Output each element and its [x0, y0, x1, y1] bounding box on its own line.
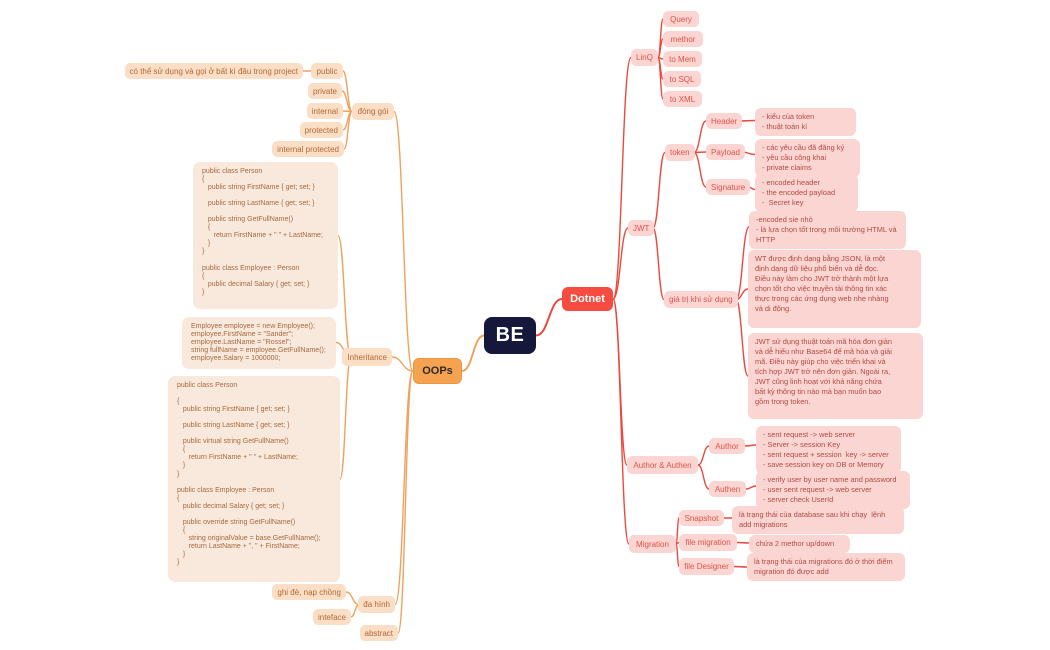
mindmap-node-toxml[interactable]: to XML: [663, 91, 702, 107]
mindmap-node-filedes[interactable]: file Designer: [679, 558, 734, 575]
mindmap-node-notepayload[interactable]: - các yêu cầu đã đăng ký - yêu cầu công …: [755, 139, 860, 178]
connector-intprot: [343, 110, 353, 150]
mindmap-node-inherit[interactable]: Inheritance: [342, 348, 392, 366]
connector-signature: [693, 151, 707, 188]
connector-dahinh: [394, 370, 414, 606]
connector-linq: [612, 56, 632, 300]
mindmap-node-token[interactable]: token: [665, 144, 695, 161]
mindmap-node-abstract[interactable]: abstract: [359, 625, 398, 641]
connector-jwt: [612, 227, 629, 300]
connector-dotnet: [535, 298, 563, 337]
connector-noteauthor: [744, 444, 757, 447]
connector-code1: [337, 234, 352, 358]
mindmap-node-linq[interactable]: LinQ: [631, 49, 658, 66]
connector-author: [697, 445, 710, 466]
connector-abstract: [397, 370, 414, 634]
connector-code3: [339, 356, 352, 480]
mindmap-node-giatri[interactable]: giá trị khi sử dụng: [664, 291, 738, 308]
connector-token: [652, 151, 666, 229]
mindmap-node-author[interactable]: Author: [709, 438, 745, 454]
mindmap-node-noteauthor[interactable]: - sent request -> web server - Server ->…: [756, 426, 901, 475]
mindmap-node-query[interactable]: Query: [663, 11, 699, 27]
mindmap-node-code3[interactable]: public class Person { public string Firs…: [168, 376, 340, 582]
mindmap-node-public[interactable]: public: [311, 63, 343, 79]
connector-notefiledes: [733, 565, 748, 568]
mindmap-node-tosql[interactable]: to SQL: [663, 71, 701, 87]
mindmap-node-code2[interactable]: Employee employee = new Employee(); empl…: [182, 317, 336, 370]
mindmap-node-migration[interactable]: Migration: [629, 535, 676, 553]
connector-ghide: [345, 591, 360, 606]
mindmap-node-be[interactable]: BE: [484, 317, 536, 354]
mindmap-node-authen[interactable]: Authen: [709, 481, 746, 497]
mindmap-node-notefiledes[interactable]: là trạng thái của migrations đó ở thời đ…: [747, 553, 905, 582]
mindmap-node-jwt[interactable]: JWT: [628, 220, 655, 236]
connector-toxml: [657, 56, 664, 100]
mindmap-node-ghide[interactable]: ghi đè, nạp chồng: [272, 584, 346, 600]
mindmap-node-header[interactable]: Header: [706, 113, 743, 129]
mindmap-node-protected[interactable]: protected: [299, 122, 343, 138]
connector-inherit: [391, 356, 414, 372]
mindmap-node-oops[interactable]: OOPs: [413, 358, 462, 384]
connector-migration: [612, 298, 630, 545]
mindmap-node-dotnet[interactable]: Dotnet: [562, 287, 613, 311]
mindmap-node-snapshot[interactable]: Snapshot: [679, 510, 724, 526]
connector-giatri: [652, 227, 665, 301]
mindmap-node-notesignature[interactable]: - encoded header - the encoded payload -…: [755, 174, 858, 213]
mindmap-node-signature[interactable]: Signature: [706, 179, 751, 195]
connector-oops: [461, 334, 485, 372]
mindmap-node-intprot[interactable]: internal protected: [272, 141, 344, 157]
mindmap-node-inteface[interactable]: inteface: [312, 609, 351, 625]
mindmap-node-code1[interactable]: public class Person { public string Firs…: [193, 162, 338, 309]
connector-donggoi: [393, 110, 414, 372]
connector-payload: [693, 151, 707, 154]
mindmap-node-notefilemig[interactable]: chứa 2 methor up/down: [749, 535, 850, 554]
mindmap-node-filemig[interactable]: file migration: [679, 534, 737, 551]
mindmap-node-payload[interactable]: Payload: [706, 144, 745, 160]
mindmap-node-dahinh[interactable]: đa hình: [358, 596, 395, 613]
connector-noteencoded: [735, 226, 750, 301]
mindmap-node-private[interactable]: private: [307, 83, 342, 99]
connector-para2: [735, 298, 749, 377]
connector-authen: [697, 464, 710, 490]
mindmap-node-notesnapshot[interactable]: là trạng thái của database sau khi chạy …: [732, 506, 904, 535]
connector-inteface: [350, 603, 360, 618]
connector-notefilemig: [736, 541, 750, 544]
mindmap-node-tomem[interactable]: to Mem: [663, 51, 702, 67]
mindmap-node-noteheader[interactable]: - kiểu của token - thuật toán kí: [755, 108, 856, 137]
connector-filedes: [675, 543, 680, 568]
mindmap-node-noteauthen[interactable]: - verify user by user name and password …: [756, 471, 910, 510]
mindmap-node-noteencoded[interactable]: -encoded sie nhỏ - là lựa chọn tốt trong…: [749, 211, 906, 250]
mindmap-node-para1[interactable]: WT được định dạng bằng JSON, là một định…: [748, 250, 921, 328]
mindmap-node-para2[interactable]: JWT sử dụng thuật toán mã hóa đơn giản v…: [748, 333, 923, 419]
mindmap-node-noteproject[interactable]: có thể sử dụng và gọi ở bất kì đâu trong…: [124, 63, 303, 79]
mindmap-node-authorauthen[interactable]: Author & Authen: [627, 456, 698, 474]
connector-noteauthen: [745, 485, 757, 490]
mindmap-node-internal[interactable]: internal: [306, 103, 343, 119]
connector-header: [693, 120, 707, 154]
mindmap-node-methor[interactable]: methor: [663, 31, 703, 47]
mindmap-node-donggoi[interactable]: đóng gói: [352, 103, 394, 120]
